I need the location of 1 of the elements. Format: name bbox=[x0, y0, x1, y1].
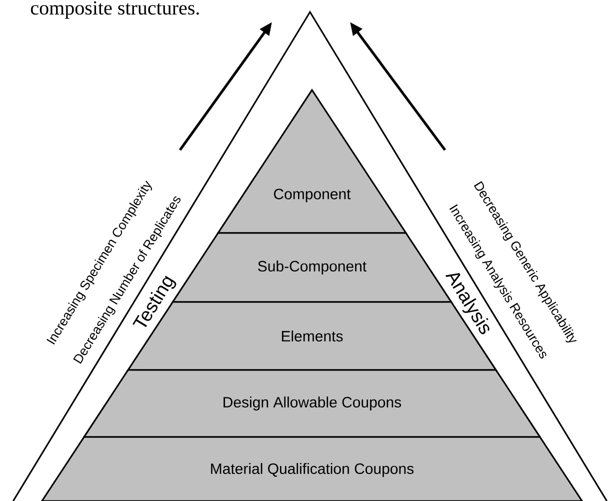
caption-text: composite structures. bbox=[30, 1, 199, 19]
